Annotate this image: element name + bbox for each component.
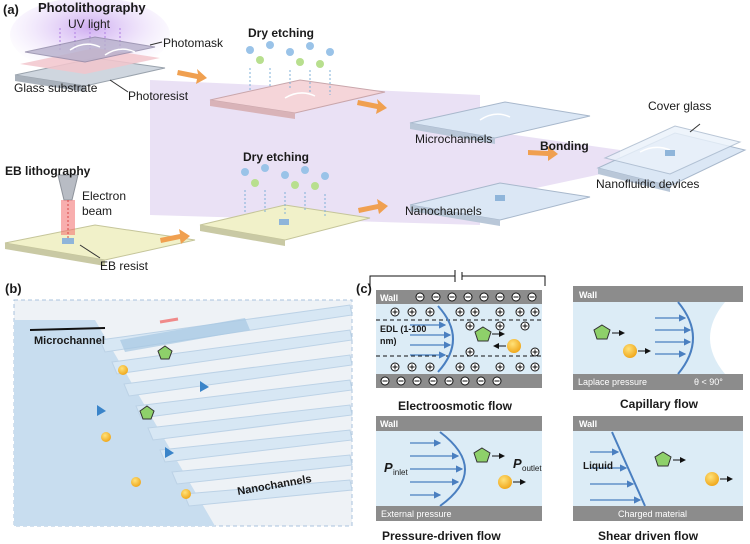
wall-label-cap: Wall [579,290,597,300]
arrow-icon [528,146,558,161]
arrow-icon [177,69,207,84]
p-outlet-symbol: P [513,456,522,471]
laplace-pressure-label: Laplace pressure [578,377,647,387]
eb-resist-label: EB resist [100,259,149,273]
microchannels-label: Microchannels [415,132,492,146]
nanochannels-label-a: Nanochannels [405,204,482,218]
panel-label-b: (b) [5,281,22,296]
photolithography-stack [14,36,166,92]
panel-a: (a) Photolithography UV light Photomask … [3,0,747,273]
external-pressure-label: External pressure [381,509,452,519]
liquid-label: Liquid [583,461,613,472]
shear-panel [573,416,743,521]
photolithography-title: Photolithography [38,0,146,15]
eb-lithography-stack [4,174,196,266]
pressure-driven-flow-title: Pressure-driven flow [382,529,501,543]
microchannel-label: Microchannel [34,335,105,347]
p-inlet-sub: inlet [393,468,408,477]
eb-lithography-title: EB lithography [5,164,91,178]
beam-label: beam [82,204,112,218]
electron-label: Electron [82,189,126,203]
photoresist-label: Photoresist [128,89,189,103]
arrow-icon [357,99,387,114]
nanofluidic-devices-label: Nanofluidic devices [596,177,699,191]
charged-material-label: Charged material [618,509,687,519]
microchannel-area [14,320,215,526]
p-outlet-sub: outlet [522,464,542,473]
panel-label-a: (a) [3,2,19,17]
arrow-icon [160,229,190,244]
microchannels-plate [409,101,591,144]
charge-signs [380,292,540,386]
shear-driven-flow-title: Shear driven flow [598,529,699,543]
dry-etching-plate-top [209,41,386,119]
arrow-icon [358,199,388,214]
edl-label-2: nm) [380,336,397,346]
particles-b [97,345,209,499]
panel-b: (b) Microchannel Nanochannel [5,281,353,527]
dry-etching-plate-bottom [199,164,371,246]
pressure-panel [376,416,542,521]
nanochannels-plate [409,182,591,226]
contact-angle-label: θ < 90° [694,377,723,387]
dry-etching-top-title: Dry etching [248,26,314,40]
dry-etching-bottom-title: Dry etching [243,150,309,164]
edl-label-1: EDL (1-100 [380,324,426,334]
uv-light-label: UV light [68,17,111,31]
process-arrows [160,69,558,244]
wall-label-eo: Wall [380,293,398,303]
panel-label-c: (c) [356,281,372,296]
nanofluidic-device [596,125,747,192]
capillary-flow-title: Capillary flow [620,397,699,411]
panel-c: (c) Wall EDL (1-100 nm) Elec [356,270,743,543]
wall-label-sd: Wall [579,419,597,429]
electroosmotic-flow-title: Electroosmotic flow [398,399,513,413]
cover-glass-label: Cover glass [648,99,711,113]
glass-substrate-label: Glass substrate [14,81,98,95]
p-inlet-symbol: P [384,460,393,475]
bonding-label: Bonding [540,139,589,153]
capillary-panel [573,286,743,390]
wall-label-pd: Wall [380,419,398,429]
photomask-label: Photomask [163,36,224,50]
